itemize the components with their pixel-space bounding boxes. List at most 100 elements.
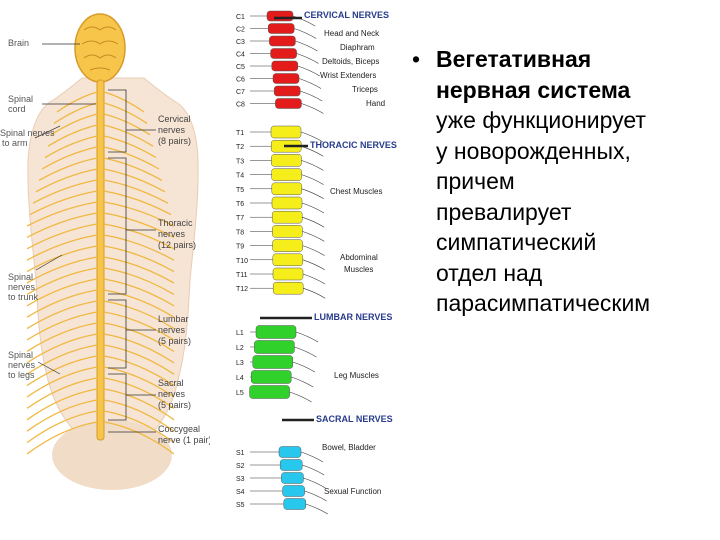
vertebra-t1	[270, 125, 302, 139]
nerve-branch	[26, 201, 98, 227]
nerve-branch	[103, 399, 175, 432]
seg-lumbar-2: nerves	[158, 325, 186, 335]
slide-text: • Вегетативная нервная система уже функц…	[404, 44, 720, 319]
spine-nerve	[300, 90, 323, 102]
nerve-lines	[26, 91, 175, 455]
nerve-branch	[103, 245, 175, 273]
vertebra-t10	[272, 253, 304, 267]
spine-nerve	[294, 346, 317, 358]
buttocks-shape	[52, 420, 172, 490]
vertebra-label-t6: T6	[236, 201, 244, 208]
target-sexual: Sexual Function	[324, 487, 381, 496]
vertebra-t11	[272, 267, 304, 281]
label-spinal-nerves-legs-3: to legs	[8, 370, 35, 380]
nerve-branch	[103, 157, 163, 181]
spine-nerve	[297, 65, 320, 77]
spine-nerve	[295, 331, 319, 343]
nerve-branch	[26, 234, 98, 261]
target-hand: Hand	[366, 99, 385, 108]
text-line-3: уже функционирует	[436, 107, 646, 133]
header-bars	[260, 16, 314, 422]
vertebra-label-c3: C3	[236, 39, 245, 46]
label-spinal-nerves-legs: Spinal	[8, 350, 33, 360]
nerve-branch	[26, 333, 98, 364]
nerve-branch	[103, 322, 175, 352]
seg-sacral-1: Sacral	[158, 378, 184, 388]
vertebra-c7	[273, 85, 301, 97]
vertebra-l4	[250, 370, 292, 384]
seg-coccygeal-1: Coccygeal	[158, 424, 200, 434]
vertebra-label-l3: L3	[236, 360, 244, 367]
vertebra-label-s4: S4	[236, 489, 245, 496]
nerve-branch	[103, 146, 160, 170]
vertebra-label-s1: S1	[236, 450, 245, 457]
vertebra-l5	[249, 385, 290, 399]
text-line-4: у новорожденных,	[436, 137, 631, 164]
nerve-branch	[103, 344, 175, 375]
text-line-7: симпатический	[436, 229, 597, 255]
nerve-branch	[103, 135, 157, 159]
vertebra-label-s3: S3	[236, 476, 245, 483]
seg-thoracic-1: Thoracic	[158, 218, 193, 228]
spine-nerve	[291, 376, 314, 388]
bullet-paragraph: • Вегетативная нервная система уже функц…	[404, 44, 720, 319]
text-line-6: превалирует	[436, 198, 572, 225]
nerve-branch	[29, 190, 98, 216]
nerve-branch	[26, 311, 98, 341]
vertebra-s5	[283, 498, 307, 510]
nerve-branch	[26, 267, 98, 295]
spine-vertebrae	[249, 10, 307, 510]
target-wrist: Wrist Extenders	[320, 71, 376, 80]
nerve-branch	[103, 190, 172, 216]
spine-nerve	[292, 361, 315, 373]
nerve-branch	[103, 201, 175, 227]
spine-nerve	[298, 78, 322, 89]
vertebra-label-t3: T3	[236, 158, 244, 165]
bullet-mark: •	[412, 46, 421, 72]
label-spinal-nerves-arm: Spinal nerves	[0, 128, 55, 138]
vertebra-l1	[255, 325, 297, 339]
vertebra-label-t5: T5	[236, 187, 244, 194]
spine-nerve	[303, 477, 326, 489]
nervous-system-figure: Brain Spinal cord Spinal nerves to arm S…	[0, 13, 210, 490]
nerve-branch	[103, 377, 175, 409]
vertebra-label-c4: C4	[236, 52, 245, 59]
vertebra-t9	[272, 239, 303, 252]
vertebra-t6	[271, 196, 303, 210]
nerve-branch	[103, 278, 175, 307]
nerve-branch	[103, 212, 175, 238]
spine-nerve	[302, 245, 325, 256]
nerve-branch	[103, 333, 175, 364]
label-spinal-nerves-trunk: Spinal	[8, 272, 33, 282]
nerve-branch	[26, 410, 98, 444]
nerve-branch	[103, 300, 175, 330]
nerve-branch	[103, 410, 175, 444]
spine-nerve	[301, 160, 324, 171]
vertebra-label-l2: L2	[236, 345, 244, 352]
nerve-branch	[26, 223, 98, 250]
target-chest: Chest Muscles	[330, 187, 382, 196]
nerve-branch	[35, 168, 98, 193]
vertebra-t5	[271, 182, 303, 196]
nerve-branch	[103, 113, 151, 136]
seg-lumbar-3: (5 pairs)	[158, 336, 191, 346]
vertebra-l3	[252, 355, 294, 369]
spine-chart: C1C2C3C4C5C6C7C8T1T2T3T4T5T6T7T8T9T10T11…	[236, 10, 397, 515]
seg-cervical-3: (8 pairs)	[158, 136, 191, 146]
vertebra-t4	[271, 168, 302, 181]
nerve-branch	[26, 421, 98, 455]
spine-nerve	[301, 103, 324, 114]
text-line-8: отдел над	[436, 259, 543, 286]
nerve-branch	[103, 91, 145, 113]
vertebra-label-t11: T11	[236, 272, 248, 279]
vertebra-c4	[270, 48, 297, 59]
text-line-5: причем	[436, 168, 515, 194]
nerve-branch	[103, 421, 175, 455]
seg-coccygeal-2: nerve (1 pair)	[158, 435, 210, 445]
vertebra-label-t10: T10	[236, 258, 248, 265]
label-spinal-cord-2: cord	[8, 104, 26, 114]
target-head-neck: Head and Neck	[324, 29, 380, 38]
header-thoracic: THORACIC NERVES	[310, 140, 397, 150]
brain-folds	[81, 26, 119, 71]
spine-nerve	[301, 174, 324, 185]
